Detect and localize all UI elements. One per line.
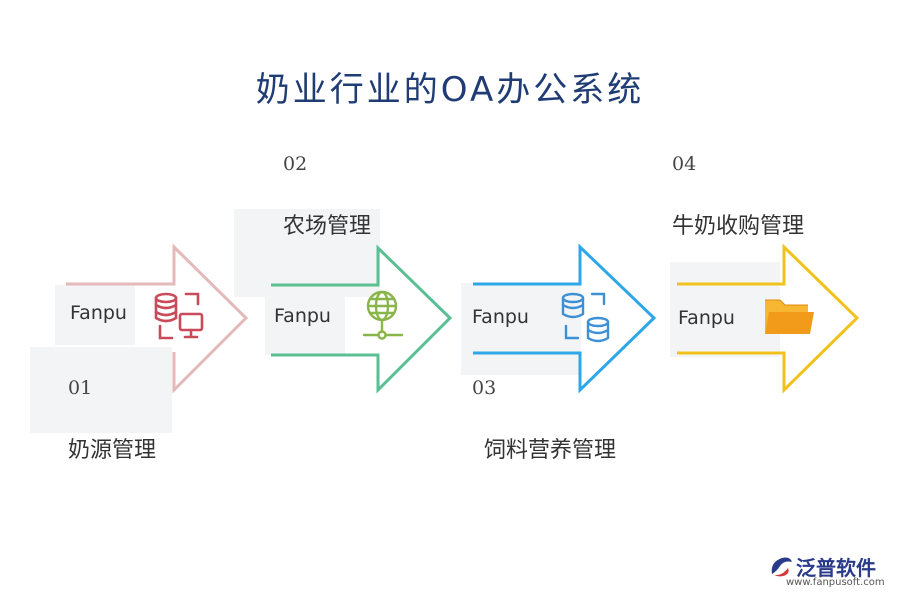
brand-logo: 泛普软件 www.fanpusoft.com bbox=[768, 552, 892, 596]
step-1-number-panel bbox=[30, 347, 172, 433]
step-3-label: 饲料营养管理 bbox=[484, 438, 617, 463]
step-4-brand: Fanpu bbox=[678, 307, 735, 329]
step-3-arrow bbox=[473, 243, 657, 394]
step-1-number: 01 bbox=[68, 377, 93, 399]
databases-icon bbox=[561, 292, 610, 343]
database-monitor-icon bbox=[154, 292, 204, 340]
step-4-arrow bbox=[677, 243, 860, 394]
step-4-panel bbox=[670, 262, 780, 357]
globe-network-icon bbox=[362, 290, 404, 340]
step-1-brand: Fanpu bbox=[70, 302, 127, 324]
step-4-label: 牛奶收购管理 bbox=[672, 214, 805, 239]
step-2-label-panel bbox=[234, 209, 380, 297]
step-3-number: 03 bbox=[472, 377, 497, 399]
step-1-label: 奶源管理 bbox=[68, 438, 157, 463]
page-title: 奶业行业的OA办公系统 bbox=[255, 70, 645, 110]
logo-url: www.fanpusoft.com bbox=[786, 577, 885, 588]
logo-name: 泛普软件 bbox=[796, 556, 876, 580]
logo-mark-icon bbox=[771, 557, 792, 577]
folder-icon bbox=[765, 299, 814, 334]
step-2-label: 农场管理 bbox=[283, 214, 372, 239]
step-3-panel bbox=[461, 283, 581, 375]
step-4-number: 04 bbox=[672, 153, 697, 175]
step-2-number: 02 bbox=[283, 153, 308, 175]
step-2-arrow bbox=[271, 244, 453, 394]
step-2-brand: Fanpu bbox=[274, 305, 331, 327]
step-2-panel bbox=[265, 285, 345, 355]
step-1-arrow bbox=[66, 243, 249, 394]
step-1-panel bbox=[55, 285, 135, 345]
step-3-brand: Fanpu bbox=[472, 306, 529, 328]
